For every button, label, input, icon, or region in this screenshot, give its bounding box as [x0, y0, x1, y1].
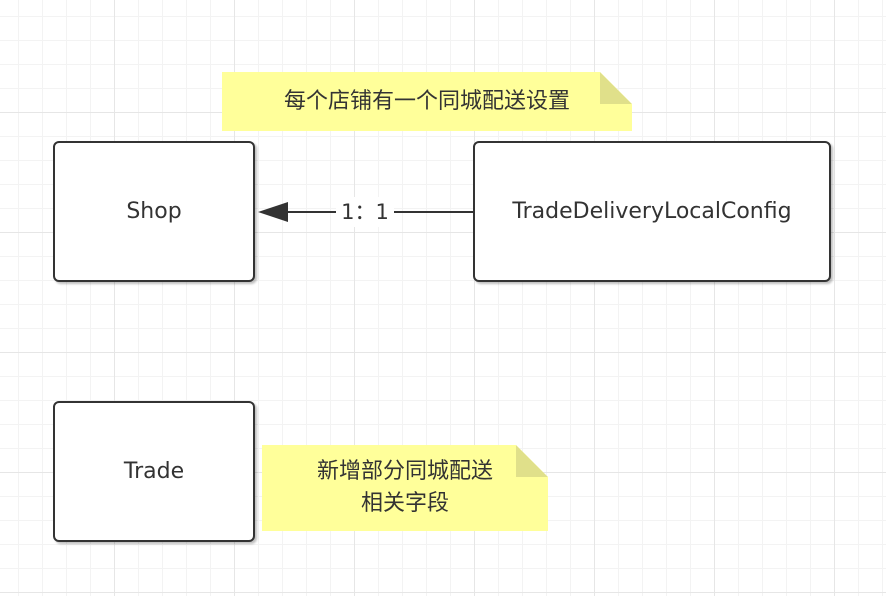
- trade-fields-note[interactable]: 新增部分同城配送 相关字段: [262, 445, 548, 531]
- config-node-label: TradeDeliveryLocalConfig: [512, 199, 792, 224]
- shop-config-note-text: 每个店铺有一个同城配送设置: [283, 88, 570, 114]
- shop-node-label: Shop: [126, 199, 182, 224]
- edge-arrowhead: [258, 202, 288, 222]
- trade-note-line-1: 新增部分同城配送: [316, 459, 493, 484]
- trade-delivery-local-config-node[interactable]: TradeDeliveryLocalConfig: [473, 141, 831, 282]
- trade-note-line-2: 相关字段: [360, 491, 449, 516]
- shop-config-note[interactable]: 每个店铺有一个同城配送设置: [222, 72, 632, 131]
- edge-label-cardinality: 1：1: [336, 197, 394, 227]
- trade-node[interactable]: Trade: [53, 401, 255, 542]
- shop-node[interactable]: Shop: [53, 141, 255, 282]
- trade-node-label: Trade: [123, 459, 185, 484]
